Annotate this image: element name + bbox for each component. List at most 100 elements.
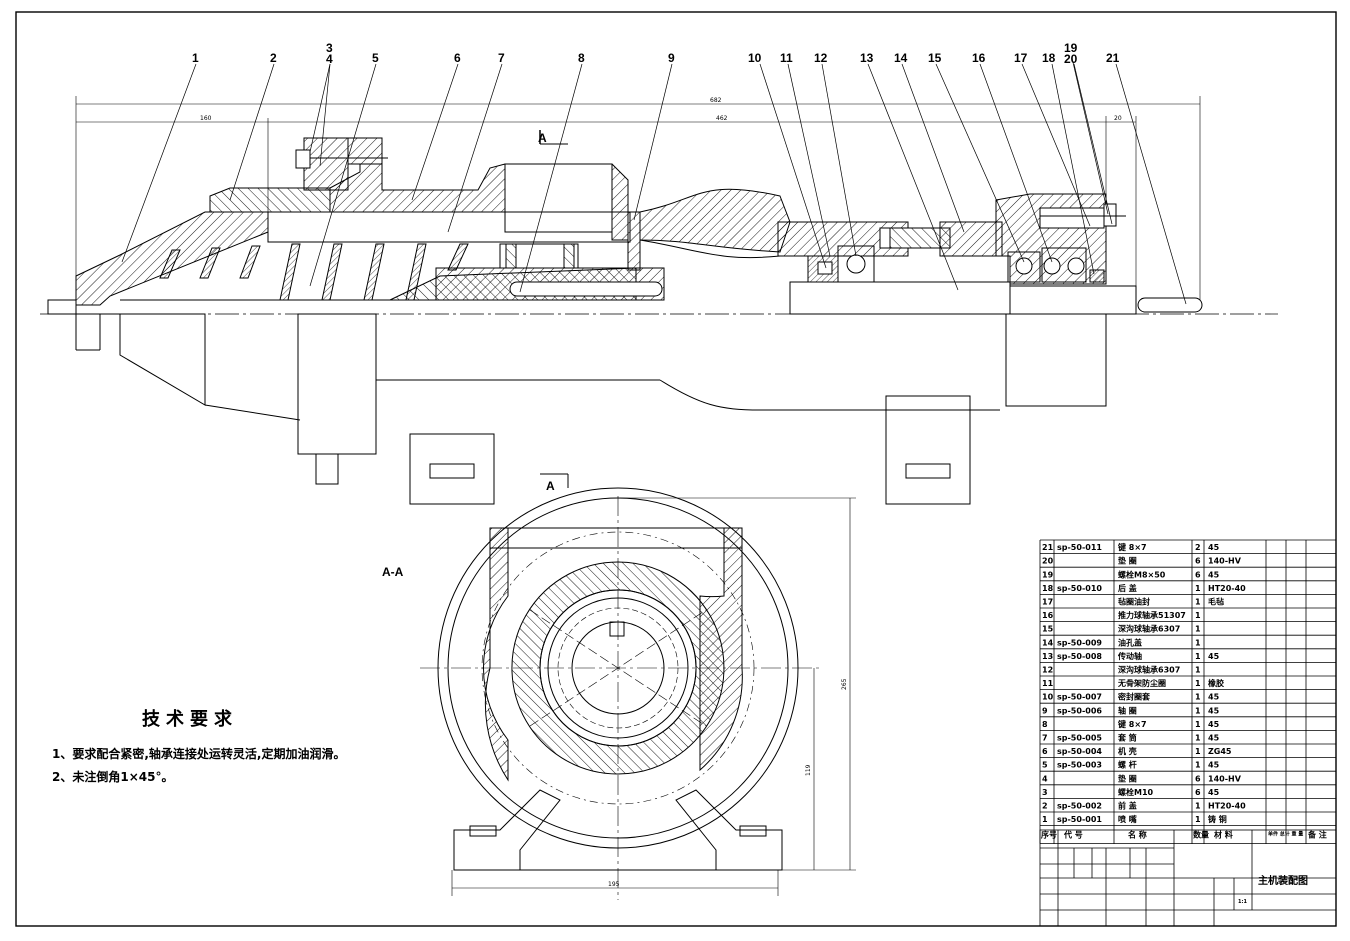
callout-6: 6 bbox=[454, 51, 461, 65]
bom-name: 套 筒 bbox=[1117, 733, 1137, 743]
callout-19: 19 bbox=[1064, 41, 1078, 55]
bom-qty: 1 bbox=[1195, 720, 1201, 729]
bom-header-weight: 单件 总计 重 量 bbox=[1268, 831, 1303, 838]
bom-qty: 6 bbox=[1195, 557, 1201, 566]
technical-requirements: 技术要求 1、要求配合紧密,轴承连接处运转灵活,定期加油润滑。 2、未注倒角1×… bbox=[52, 705, 472, 785]
bom-name: 机 壳 bbox=[1118, 746, 1137, 756]
bom-name: 喷 嘴 bbox=[1118, 814, 1137, 824]
bom-name: 垫 圈 bbox=[1118, 556, 1137, 566]
bom-qty: 1 bbox=[1195, 611, 1201, 620]
drawing-scale: 1:1 bbox=[1238, 899, 1247, 905]
bom-code: sp-50-008 bbox=[1057, 652, 1102, 661]
bom-qty: 1 bbox=[1195, 747, 1201, 756]
bom-qty: 6 bbox=[1195, 788, 1201, 797]
dim-height: 265 bbox=[841, 678, 848, 690]
callout-14: 14 bbox=[894, 51, 908, 65]
callout-13: 13 bbox=[860, 51, 874, 65]
bom-header-code: 代 号 bbox=[1063, 830, 1083, 840]
callout-9: 9 bbox=[668, 51, 675, 65]
title-block bbox=[1039, 829, 1337, 927]
bom-no: 8 bbox=[1042, 720, 1048, 729]
bom-material: ZG45 bbox=[1208, 747, 1232, 756]
key-slot bbox=[609, 621, 625, 637]
dim-base-width: 195 bbox=[608, 881, 620, 888]
bom-no: 15 bbox=[1042, 625, 1054, 634]
bom-material: 橡胶 bbox=[1208, 678, 1224, 688]
bom-no: 10 bbox=[1042, 693, 1054, 702]
bom-code: sp-50-004 bbox=[1057, 747, 1102, 756]
bearing-part-16 bbox=[1041, 247, 1087, 283]
dim-center-height: 119 bbox=[805, 764, 812, 776]
bom-name: 前 盖 bbox=[1118, 801, 1137, 811]
callout-4: 4 bbox=[326, 52, 333, 66]
bom-name: 无骨架防尘圈 bbox=[1117, 678, 1166, 688]
bom-material: 45 bbox=[1208, 788, 1220, 797]
bom-qty: 1 bbox=[1195, 734, 1201, 743]
bom-name: 螺 杆 bbox=[1118, 760, 1137, 770]
bom-no: 19 bbox=[1042, 570, 1054, 579]
callout-10: 10 bbox=[748, 51, 762, 65]
bom-code: sp-50-005 bbox=[1057, 734, 1102, 743]
bom-material: 45 bbox=[1208, 706, 1220, 715]
bom-name: 密封圈套 bbox=[1117, 692, 1151, 702]
bom-name: 油孔盖 bbox=[1118, 637, 1142, 647]
bom-material: 45 bbox=[1208, 720, 1220, 729]
rear-base-block bbox=[885, 395, 971, 505]
callout-7: 7 bbox=[498, 51, 505, 65]
transmission-shaft-part-13 bbox=[789, 281, 1011, 315]
bom-header-qty: 数量 bbox=[1193, 830, 1209, 840]
bom-no: 9 bbox=[1042, 706, 1048, 715]
bom-qty: 1 bbox=[1195, 625, 1201, 634]
front-foot bbox=[297, 313, 377, 455]
bom-material: 毛毡 bbox=[1208, 597, 1224, 607]
bom-no: 11 bbox=[1042, 679, 1054, 688]
bom-material: 45 bbox=[1208, 652, 1220, 661]
callout-17: 17 bbox=[1014, 51, 1028, 65]
bom-no: 14 bbox=[1042, 638, 1054, 647]
bom-material: 140-HV bbox=[1208, 774, 1242, 783]
bom-no: 13 bbox=[1042, 652, 1053, 661]
bom-no: 1 bbox=[1042, 815, 1048, 824]
bom-qty: 1 bbox=[1195, 666, 1201, 675]
bom-name: 螺栓M10 bbox=[1118, 787, 1154, 797]
bom-material: 铸 铜 bbox=[1208, 814, 1227, 824]
bom-header-remark: 备 注 bbox=[1307, 830, 1327, 840]
housing-window bbox=[504, 163, 613, 233]
bom-qty: 1 bbox=[1195, 584, 1201, 593]
callout-2: 2 bbox=[270, 51, 277, 65]
bom-no: 17 bbox=[1042, 598, 1053, 607]
bom-name: 垫 圈 bbox=[1118, 773, 1137, 783]
bom-qty: 1 bbox=[1195, 761, 1201, 770]
bom-material: 45 bbox=[1208, 693, 1220, 702]
front-cover-part-2 bbox=[209, 187, 331, 213]
bom-no: 3 bbox=[1042, 788, 1048, 797]
tech-note-2: 2、未注倒角1×45°。 bbox=[52, 770, 174, 784]
bom-no: 4 bbox=[1042, 774, 1048, 783]
tech-requirements-title: 技术要求 bbox=[142, 709, 238, 730]
bom-no: 16 bbox=[1042, 611, 1054, 620]
section-marker-bottom: A bbox=[546, 479, 555, 493]
bom-name: 传动轴 bbox=[1117, 651, 1142, 661]
bom-qty: 1 bbox=[1195, 802, 1201, 811]
dim-right: 20 bbox=[1114, 115, 1122, 122]
drawing-title: 主机装配图 bbox=[1258, 874, 1308, 887]
bom-no: 12 bbox=[1042, 666, 1053, 675]
callout-18: 18 bbox=[1042, 51, 1056, 65]
bom-qty: 1 bbox=[1195, 679, 1201, 688]
callout-16: 16 bbox=[972, 51, 986, 65]
bom-qty: 1 bbox=[1195, 815, 1201, 824]
bom-material: 140-HV bbox=[1208, 557, 1242, 566]
bom-material: HT20-40 bbox=[1208, 802, 1246, 811]
bom-material: 45 bbox=[1208, 761, 1220, 770]
section-view-label: A-A bbox=[382, 565, 404, 579]
callout-leaders bbox=[121, 57, 1187, 305]
bom-qty: 1 bbox=[1195, 638, 1201, 647]
main-section-view bbox=[40, 130, 1278, 505]
bearing-part-15 bbox=[1007, 251, 1041, 283]
felt-seal-part-17 bbox=[1089, 269, 1105, 283]
bom-header-material: 材 料 bbox=[1214, 830, 1233, 840]
bom-qty: 6 bbox=[1195, 774, 1201, 783]
dim-left: 160 bbox=[200, 115, 212, 122]
